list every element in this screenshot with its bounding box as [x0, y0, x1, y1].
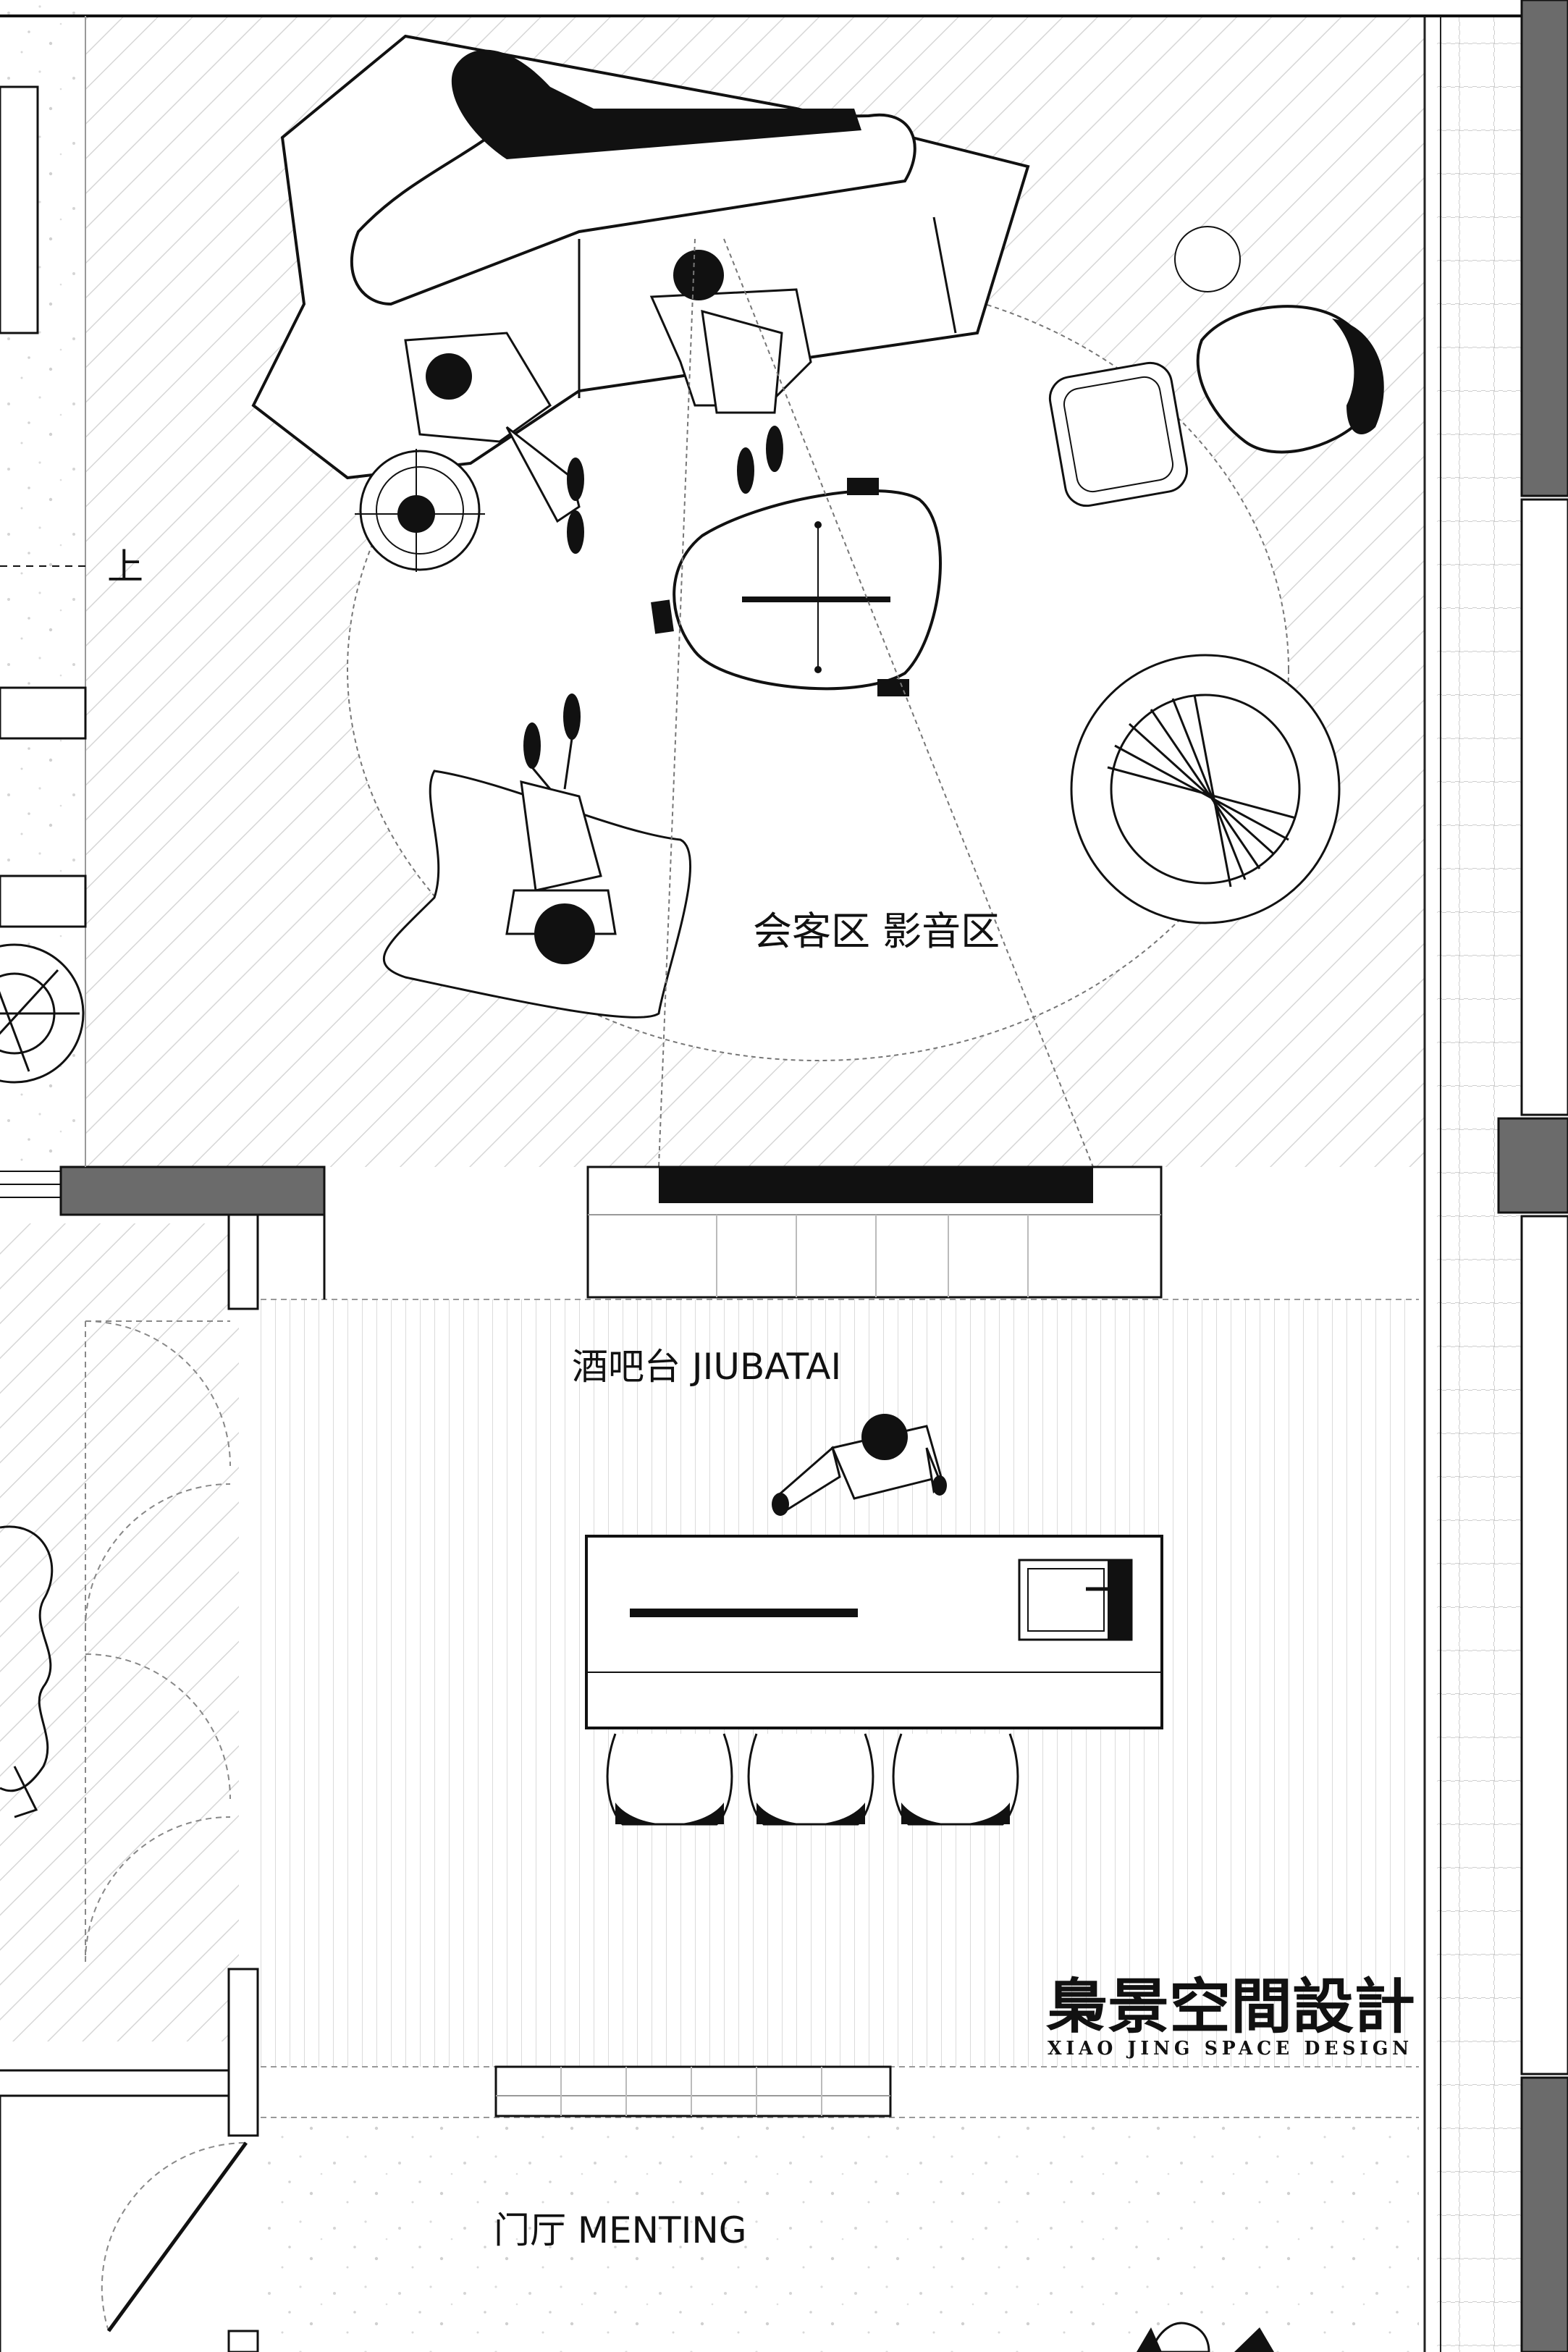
- zone-label-living: 会客区 影音区: [753, 909, 1000, 954]
- brand-name-cn: 梟景空間設計: [1045, 1972, 1415, 2041]
- ottoman-icon: [1048, 361, 1189, 507]
- foyer-floor: [261, 2117, 1419, 2352]
- stair-marker: 上: [0, 546, 143, 588]
- armchair-icon: [1174, 226, 1384, 454]
- person-entering-icon: [1137, 2322, 1274, 2352]
- stair-label: 上: [107, 546, 143, 588]
- side-table-icon: [355, 449, 485, 572]
- bar-stools: [606, 1733, 1019, 1826]
- coffee-table-icon: [651, 478, 942, 696]
- person-seated-icon: [404, 332, 584, 554]
- sightline: [658, 238, 1094, 1168]
- brand-logo: 梟景空間設計 XIAO JING SPACE DESIGN: [1045, 1972, 1415, 2060]
- brand-name-en: XIAO JING SPACE DESIGN: [1048, 2038, 1413, 2060]
- bar-stool-icon: [747, 1733, 874, 1826]
- person-bartender-icon: [772, 1414, 947, 1516]
- zone-label-foyer: 门厅 MENTING: [494, 2209, 746, 2251]
- entry-step-icon: [494, 2065, 892, 2117]
- zone-label-bar: 酒吧台 JIUBATAI: [572, 1346, 841, 1388]
- tv-cabinet-icon: [586, 1166, 1163, 1299]
- lounge-chair-left-icon: [0, 1525, 54, 1818]
- left-doors: [85, 1320, 248, 2332]
- bar-stool-icon: [892, 1733, 1019, 1826]
- plant-icon: [0, 943, 85, 1084]
- round-chair-icon: [1070, 654, 1341, 924]
- person-standing-icon: [649, 250, 812, 494]
- bar-counter-icon: [585, 1535, 1163, 1729]
- bar-stool-icon: [606, 1733, 733, 1826]
- person-reclining-icon: [505, 694, 617, 964]
